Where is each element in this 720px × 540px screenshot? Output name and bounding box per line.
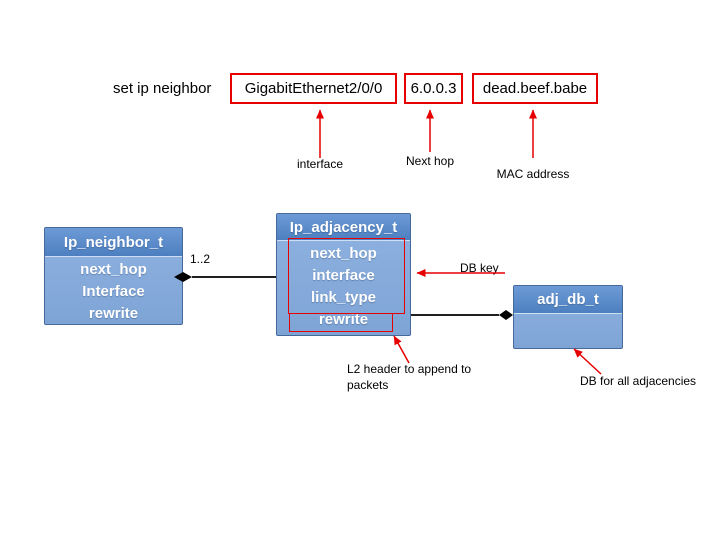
adj-db-title: adj_db_t [514,286,622,314]
ip-neighbor-fields: next_hop Interface rewrite [45,257,182,325]
cli-token-mac-address-text: dead.beef.babe [482,80,588,97]
field-next-hop: next_hop [80,261,147,278]
cli-token-next-hop: 6.0.0.3 [404,73,463,104]
field-rewrite: rewrite [318,311,369,328]
cli-token-interface-text: GigabitEthernet2/0/0 [244,80,383,97]
class-box-ip-adjacency: Ip_adjacency_t next_hop interface link_t… [276,213,411,336]
field-rewrite: rewrite [88,305,139,322]
mac-address-annotation: MAC address [496,167,570,181]
aggregation-diamond-adjdb [499,310,513,320]
db-all-arrow [573,348,602,375]
db-all-adjacencies-label: DB for all adjacencies [580,374,697,388]
cli-token-next-hop-text: 6.0.0.3 [410,80,457,97]
interface-annotation: interface [296,157,344,171]
cli-token-interface: GigabitEthernet2/0/0 [230,73,397,104]
cli-command-text: set ip neighbor [113,80,212,97]
multiplicity-label: 1..2 [190,252,211,266]
adj-db-fields [514,314,622,316]
field-interface: interface [312,267,375,284]
l2-header-note: L2 header to append to packets [347,361,471,393]
ip-adjacency-title: Ip_adjacency_t [277,214,410,241]
field-interface: Interface [82,283,145,300]
ip-adjacency-fields: next_hop interface link_type rewrite [277,241,410,331]
l2-header-note-line2: packets [347,378,389,392]
next-hop-annotation: Next hop [405,154,455,168]
field-next-hop: next_hop [310,245,377,262]
l2-note-arrow [393,335,410,364]
db-key-label: DB key [460,261,499,275]
rewrite-highlight-rect [289,313,393,332]
l2-header-note-line1: L2 header to append to [347,362,472,376]
db-key-highlight-rect [288,238,405,314]
cli-token-mac-address: dead.beef.babe [472,73,598,104]
field-link-type: link_type [310,289,377,306]
class-box-ip-neighbor: Ip_neighbor_t next_hop Interface rewrite [44,227,183,325]
ip-neighbor-title: Ip_neighbor_t [45,228,182,257]
class-box-adj-db: adj_db_t [513,285,623,349]
